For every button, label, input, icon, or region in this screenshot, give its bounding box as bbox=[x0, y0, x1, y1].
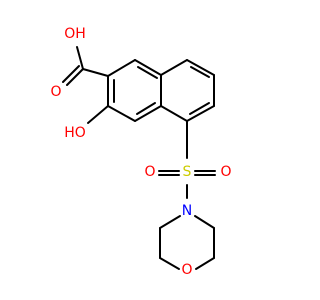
bond-ring-oh bbox=[87, 105, 109, 124]
bond-ring-a5 bbox=[107, 105, 136, 122]
atom-carboxyl-oh: OH bbox=[64, 26, 86, 42]
bond-layer bbox=[62, 46, 216, 270]
atom-phenol-oh: HO bbox=[64, 125, 86, 141]
bond-ring-a2 bbox=[134, 59, 162, 76]
atom-sulfonyl-o-left: O bbox=[144, 164, 155, 180]
bond-ring-b5 bbox=[160, 105, 188, 122]
bond-ring-a1 bbox=[107, 59, 136, 77]
atom-morpholine-o: O bbox=[181, 262, 192, 278]
bond-o-c3 bbox=[195, 257, 215, 270]
bond-ring-a4-inner bbox=[136, 102, 156, 115]
bond-n-c1 bbox=[159, 215, 181, 229]
bond-ring-b2 bbox=[186, 59, 215, 76]
molecule-structure: OH O HO S O O N O bbox=[50, 26, 231, 278]
bond-c-double-o bbox=[66, 68, 84, 86]
bond-ring-a4 bbox=[134, 105, 162, 122]
bond-c2-o bbox=[159, 257, 180, 270]
bond-ring-b4 bbox=[186, 105, 215, 122]
bond-c-double-o-2 bbox=[62, 65, 80, 83]
bond-ring-b4-inner bbox=[189, 102, 210, 115]
bond-c-ring bbox=[82, 68, 109, 77]
atom-morpholine-n: N bbox=[182, 203, 192, 219]
atom-sulfur: S bbox=[183, 164, 192, 180]
atom-carboxyl-o: O bbox=[50, 84, 61, 100]
bond-c4-n bbox=[194, 215, 215, 229]
molecule-canvas: OH O HO S O O N O bbox=[50, 26, 231, 278]
atom-sulfonyl-o-right: O bbox=[220, 164, 231, 180]
atom-labels: OH O HO S O O N O bbox=[50, 26, 231, 278]
bond-c-oh bbox=[76, 46, 84, 70]
bond-ring-b2-inner bbox=[190, 66, 210, 78]
bond-ring-b1 bbox=[160, 59, 188, 76]
bond-ring-a2-inner bbox=[137, 66, 158, 79]
